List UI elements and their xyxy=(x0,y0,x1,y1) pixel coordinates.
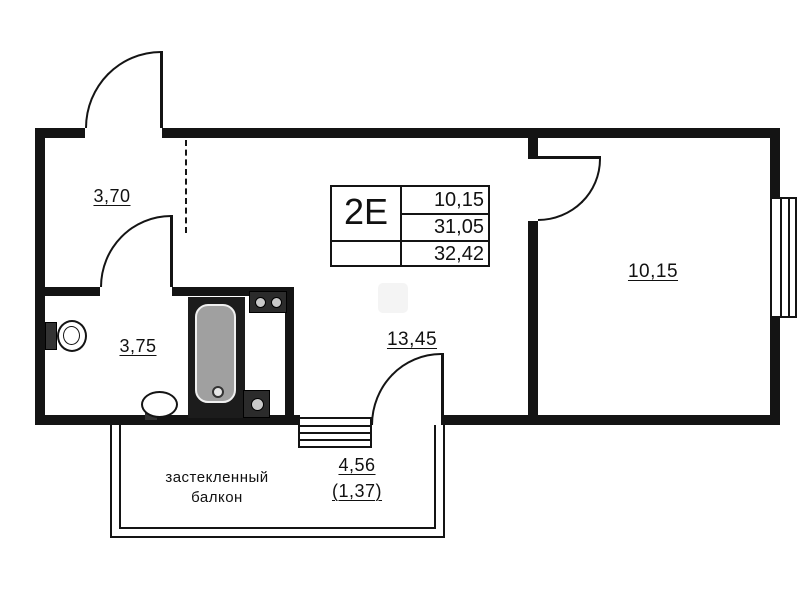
bedroom-area-label: 10,15 xyxy=(627,261,679,282)
unit-type-label: 2Е xyxy=(343,191,389,232)
room-divider-wall-lower xyxy=(528,221,538,425)
bedroom-door-arc xyxy=(538,159,601,221)
living-area-label: 13,45 xyxy=(386,329,438,350)
stamp-apartment-area: 31,05 xyxy=(433,216,484,238)
balcony-name-line2: балкон xyxy=(191,489,243,507)
toilet-bowl-icon xyxy=(57,320,87,352)
balcony-door-arc xyxy=(371,353,441,425)
balcony-name-label: застекленный балкон xyxy=(147,468,287,509)
bathtub-drain-icon xyxy=(212,386,224,398)
stamp-total-area: 32,42 xyxy=(433,243,484,265)
stamp-divider-vertical xyxy=(400,187,402,265)
bathroom-door-arc xyxy=(100,215,171,287)
entrance-door-arc xyxy=(85,51,161,128)
unit-stamp: 2Е 10,15 31,05 32,42 xyxy=(330,185,490,267)
water-heater-knob-icon xyxy=(251,398,264,411)
hall-area-label: 3,70 xyxy=(93,186,131,206)
balcony-window-strip xyxy=(298,417,372,448)
bathtub-icon xyxy=(188,297,245,418)
balcony-area-label: 4,56 xyxy=(338,455,376,475)
entrance-door-leaf xyxy=(160,51,163,128)
outer-wall-right-lower xyxy=(770,315,780,425)
water-heater-icon xyxy=(243,390,270,418)
bedroom-door-leaf xyxy=(538,156,601,159)
bathroom-wall-right xyxy=(285,287,294,415)
valve-knob-right-icon xyxy=(271,297,282,308)
balcony-name-line1: застекленный xyxy=(165,469,269,486)
watermark-artifact xyxy=(378,283,408,313)
outer-wall-bottom-right xyxy=(443,415,780,425)
balcony-window-line-1 xyxy=(300,425,370,427)
balcony-reduced-area-label: (1,37) xyxy=(331,481,383,501)
stamp-divider-row2 xyxy=(332,240,488,242)
outer-wall-top xyxy=(162,128,780,138)
bathroom-area-label: 3,75 xyxy=(119,336,157,356)
balcony-outline-inner xyxy=(119,425,436,529)
balcony-door-leaf xyxy=(441,353,444,425)
bathroom-wall-top-left xyxy=(45,287,100,296)
bathtub-basin-icon xyxy=(195,304,236,403)
double-valve-fixture-icon xyxy=(249,291,287,313)
room-divider-wall-upper xyxy=(528,138,538,159)
dashed-zone-divider xyxy=(185,140,187,233)
balcony-window-line-2 xyxy=(300,432,370,434)
bathroom-door-leaf xyxy=(170,215,173,287)
window-right-mullion-1 xyxy=(780,199,782,316)
outer-wall-left xyxy=(35,128,45,425)
window-right-mullion-2 xyxy=(788,199,790,316)
balcony-window-line-3 xyxy=(300,439,370,441)
window-right xyxy=(770,197,797,318)
stamp-living-area: 10,15 xyxy=(433,189,484,211)
oval-sink-icon xyxy=(141,391,178,418)
valve-knob-left-icon xyxy=(255,297,266,308)
outer-wall-right-upper xyxy=(770,128,780,200)
outer-wall-bottom-left xyxy=(35,415,300,425)
bathroom-wall-top-right xyxy=(172,287,294,296)
toilet-bowl-inner-icon xyxy=(63,326,80,345)
outer-wall-top-left xyxy=(35,128,85,138)
stamp-divider-row1 xyxy=(402,213,490,215)
toilet-tank-icon xyxy=(45,322,57,350)
